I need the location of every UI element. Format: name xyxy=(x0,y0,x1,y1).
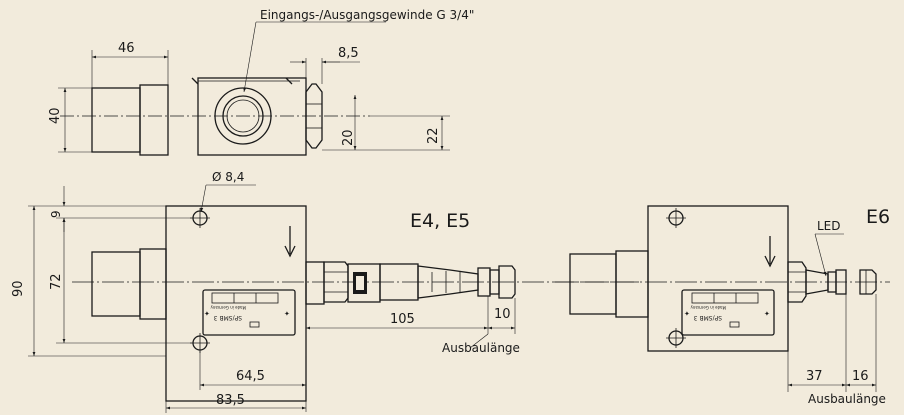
front-view-e6: SP/SMB 3 Made in Germany ✦ ✦ xyxy=(555,205,890,352)
removal-length-label-2: Ausbaulänge xyxy=(808,392,886,406)
svg-text:20: 20 xyxy=(341,129,356,146)
nameplate xyxy=(202,289,296,336)
svg-text:Made in Germany: Made in Germany xyxy=(210,305,246,310)
svg-text:10: 10 xyxy=(494,307,511,322)
dim-front-64-5: 64,5 xyxy=(199,351,307,412)
dim-front-90: 90 xyxy=(11,206,166,357)
svg-text:64,5: 64,5 xyxy=(236,369,265,384)
e6-inlet-thread xyxy=(569,253,617,315)
dim-top-width: 46 xyxy=(91,41,169,88)
svg-text:83,5: 83,5 xyxy=(216,393,245,408)
front-inlet-collar xyxy=(139,248,167,320)
dim-top-height: 40 xyxy=(48,87,92,153)
e6-led-cap xyxy=(835,269,847,295)
top-inlet-collar xyxy=(139,84,169,156)
svg-text:90: 90 xyxy=(11,280,26,297)
svg-text:Made in Germany: Made in Germany xyxy=(690,305,726,310)
dim-front-83-5: 83,5 xyxy=(165,393,306,413)
svg-text:16: 16 xyxy=(852,369,869,384)
svg-text:✦: ✦ xyxy=(204,310,210,318)
thread-callout: Eingangs-/Ausgangsgewinde G 3/4" xyxy=(243,8,474,93)
connector-base xyxy=(305,261,325,305)
label-e4-e5: E4, E5 xyxy=(410,210,470,232)
svg-text:46: 46 xyxy=(118,41,135,56)
dim-front-72: 72 xyxy=(49,218,192,344)
dim-connector-10: 10 Ausbaulänge xyxy=(442,298,520,355)
top-view xyxy=(60,77,370,156)
dim-e6-37: 37 xyxy=(787,294,847,392)
dim-front-9: 9 xyxy=(28,186,192,232)
svg-text:9: 9 xyxy=(49,210,63,218)
svg-text:105: 105 xyxy=(390,312,415,327)
label-e6: E6 xyxy=(866,206,890,228)
svg-text:✦: ✦ xyxy=(284,310,290,318)
svg-text:72: 72 xyxy=(49,273,64,290)
removal-length-label-1: Ausbaulänge xyxy=(442,341,520,355)
svg-text:LED: LED xyxy=(817,219,841,233)
svg-text:SP/SMB 3: SP/SMB 3 xyxy=(214,314,242,321)
dim-e6-16: 16 Ausbaulänge xyxy=(808,294,886,406)
e6-plug xyxy=(859,269,877,295)
dim-top-22: 22 xyxy=(370,115,450,150)
svg-text:22: 22 xyxy=(426,127,441,144)
e6-body xyxy=(647,205,789,352)
front-view-e4-e5: SP/SMB 3 Made in Germany ✦ ✦ xyxy=(72,205,640,402)
dim-top-nut: 8,5 xyxy=(290,46,360,84)
e6-nameplate xyxy=(681,289,775,336)
led-callout: LED xyxy=(814,219,844,277)
dim-hole-diameter: Ø 8,4 xyxy=(200,170,256,213)
svg-text:SP/SMB 3: SP/SMB 3 xyxy=(694,314,722,321)
top-nut xyxy=(305,83,323,149)
svg-text:✦: ✦ xyxy=(764,310,770,318)
svg-text:✦: ✦ xyxy=(684,310,690,318)
thread-note-text: Eingangs-/Ausgangsgewinde G 3/4" xyxy=(260,8,474,22)
front-inlet-thread xyxy=(91,251,141,317)
dim-top-20: 20 xyxy=(322,95,450,151)
svg-text:40: 40 xyxy=(48,107,63,124)
connector-end-cap xyxy=(498,265,516,299)
svg-text:8,5: 8,5 xyxy=(338,46,359,61)
svg-text:Ø 8,4: Ø 8,4 xyxy=(212,170,244,184)
svg-text:37: 37 xyxy=(806,369,823,384)
e6-inlet-collar xyxy=(615,250,649,318)
top-inlet-thread xyxy=(91,87,141,153)
